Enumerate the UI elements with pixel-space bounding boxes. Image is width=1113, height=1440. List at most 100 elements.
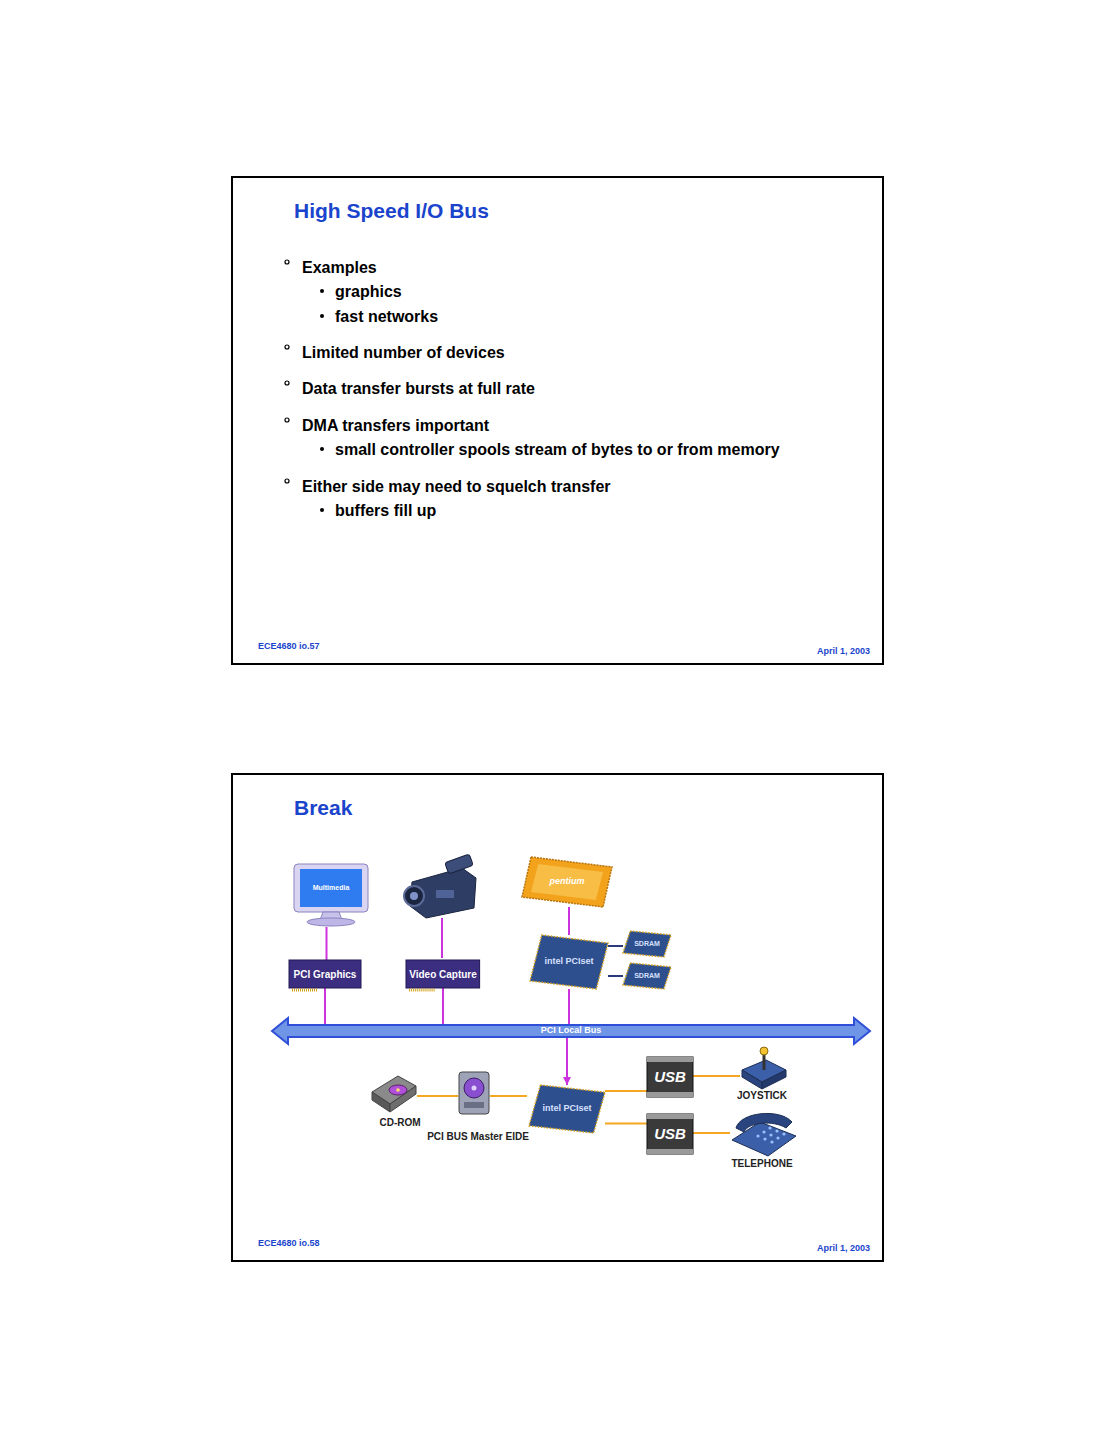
telephone-icon — [769, 1133, 772, 1136]
cpu-chip-label: pentium — [550, 877, 585, 887]
bullet-markers — [285, 260, 289, 483]
card-body — [406, 960, 480, 988]
bus-band-label-area: PCI Local Bus — [284, 1025, 858, 1037]
telephone-icon — [762, 1130, 765, 1133]
cpu-body — [522, 857, 612, 907]
telephone-icon — [768, 1126, 771, 1129]
cdrom-icon — [396, 1088, 400, 1092]
eide-wire — [490, 1095, 527, 1097]
monitor-screen — [300, 869, 362, 907]
slide-title: High Speed I/O Bus — [294, 198, 489, 224]
card-pins — [409, 989, 435, 992]
monitor-icon-label: Multimedia — [313, 884, 350, 892]
device-label: TELEPHONE — [731, 1158, 792, 1169]
usb-stripe — [647, 1114, 693, 1119]
bullet-text: Data transfer bursts at full rate — [302, 379, 535, 399]
camcorder-icon — [445, 854, 474, 874]
pci-card: PCI Graphics — [289, 960, 361, 988]
usb-stripe — [647, 1092, 693, 1097]
joystick-icon — [742, 1070, 762, 1089]
cpu-chip: pentium — [522, 857, 612, 907]
camera-wire — [441, 918, 443, 958]
memory-chip-label: SDRAM — [634, 972, 660, 980]
card-pins — [292, 989, 318, 992]
usb-port: USB — [647, 1057, 693, 1097]
slide-title: Break — [294, 795, 352, 821]
bus-connector — [605, 1090, 647, 1092]
telephone-icon — [732, 1113, 796, 1156]
joystick-wire — [693, 1075, 740, 1077]
monitor-base — [307, 918, 355, 926]
usb-stripe — [647, 1149, 693, 1154]
memory-chip-label: SDRAM — [634, 940, 660, 948]
monitor-bezel — [294, 864, 368, 912]
bullet-markers — [285, 381, 289, 385]
slide-footer: ECE4680 io.58 — [258, 1237, 320, 1249]
device-label: CD-ROM — [379, 1117, 420, 1128]
bus-connector — [605, 1123, 647, 1125]
bus-band-label: PCI Local Bus — [541, 1026, 602, 1036]
bullet-text: fast networks — [335, 307, 438, 327]
telephone-icon — [782, 1132, 785, 1135]
card-body — [289, 960, 361, 988]
bullet-text: buffers fill up — [335, 501, 436, 521]
sub-bullet-markers — [320, 447, 324, 451]
chipset-label: intel PCIset — [544, 957, 593, 967]
bus-connector — [568, 989, 570, 1025]
telephone-icon — [763, 1137, 766, 1140]
bullet-markers — [285, 479, 289, 483]
hard-disk-icon — [464, 1102, 484, 1108]
camcorder-icon — [436, 890, 454, 898]
chip-body — [623, 931, 671, 957]
eide-wire — [417, 1095, 458, 1097]
bullet-text: Limited number of devices — [302, 343, 505, 363]
bullet-text: Examples — [302, 258, 377, 278]
telephone-icon — [770, 1140, 773, 1143]
cpu-chip-label-area: pentium — [522, 857, 612, 907]
camcorder-icon — [404, 854, 476, 918]
cdrom-icon — [390, 1086, 416, 1112]
slide-frame: BreakECE4680 io.58 April 1, 2003 Multimedi… — [231, 773, 884, 1262]
bullet-markers — [285, 418, 289, 422]
usb-port: USB — [647, 1114, 693, 1154]
pci-card-label: PCI Graphics — [294, 969, 357, 980]
sub-bullet-markers — [320, 508, 324, 512]
telephone-icon — [775, 1129, 778, 1132]
bus-band: PCI Local Bus — [284, 1025, 858, 1037]
pci-card-label: Video Capture — [409, 969, 477, 980]
bullet-text: graphics — [335, 282, 402, 302]
monitor-icon-shape — [292, 862, 370, 927]
usb-port-label-area: USB — [647, 1057, 693, 1097]
usb-body — [647, 1057, 693, 1097]
hard-disk-icon — [459, 1072, 489, 1114]
chipset-label-area: intel PCIset — [529, 1085, 605, 1133]
pci-card-label-area: Video Capture — [406, 960, 480, 988]
chip-body — [529, 1085, 605, 1133]
chipset-label-area: intel PCIset — [530, 935, 608, 989]
sub-bullet-markers — [320, 314, 324, 318]
device-label: PCI BUS Master EIDE — [427, 1131, 529, 1142]
slide-frame: High Speed I/O BusExamples graphics fast n… — [231, 176, 884, 665]
slide-footer: April 1, 2003 — [817, 1242, 870, 1254]
memory-chip-label-area: SDRAM — [623, 931, 671, 957]
bullet-markers — [285, 260, 289, 264]
chipset: intel PCIset — [529, 1085, 605, 1133]
telephone-icon — [756, 1126, 785, 1143]
monitor-icon: Multimedia — [292, 862, 370, 927]
joystick-icon — [760, 1047, 768, 1055]
monitor-icon-label-area: Multimedia — [300, 869, 362, 907]
usb-body — [647, 1114, 693, 1154]
bus-connector — [608, 945, 623, 947]
telephone-wire — [693, 1132, 730, 1134]
bus-arrow — [272, 1018, 870, 1044]
camcorder-icon — [404, 886, 424, 906]
usb-stripe — [647, 1057, 693, 1062]
bus-connector — [324, 988, 326, 1025]
memory-chip-label-area: SDRAM — [623, 963, 671, 989]
usb-port-label: USB — [654, 1069, 686, 1086]
chipset: intel PCIset — [530, 935, 608, 989]
telephone-icon — [776, 1136, 779, 1139]
